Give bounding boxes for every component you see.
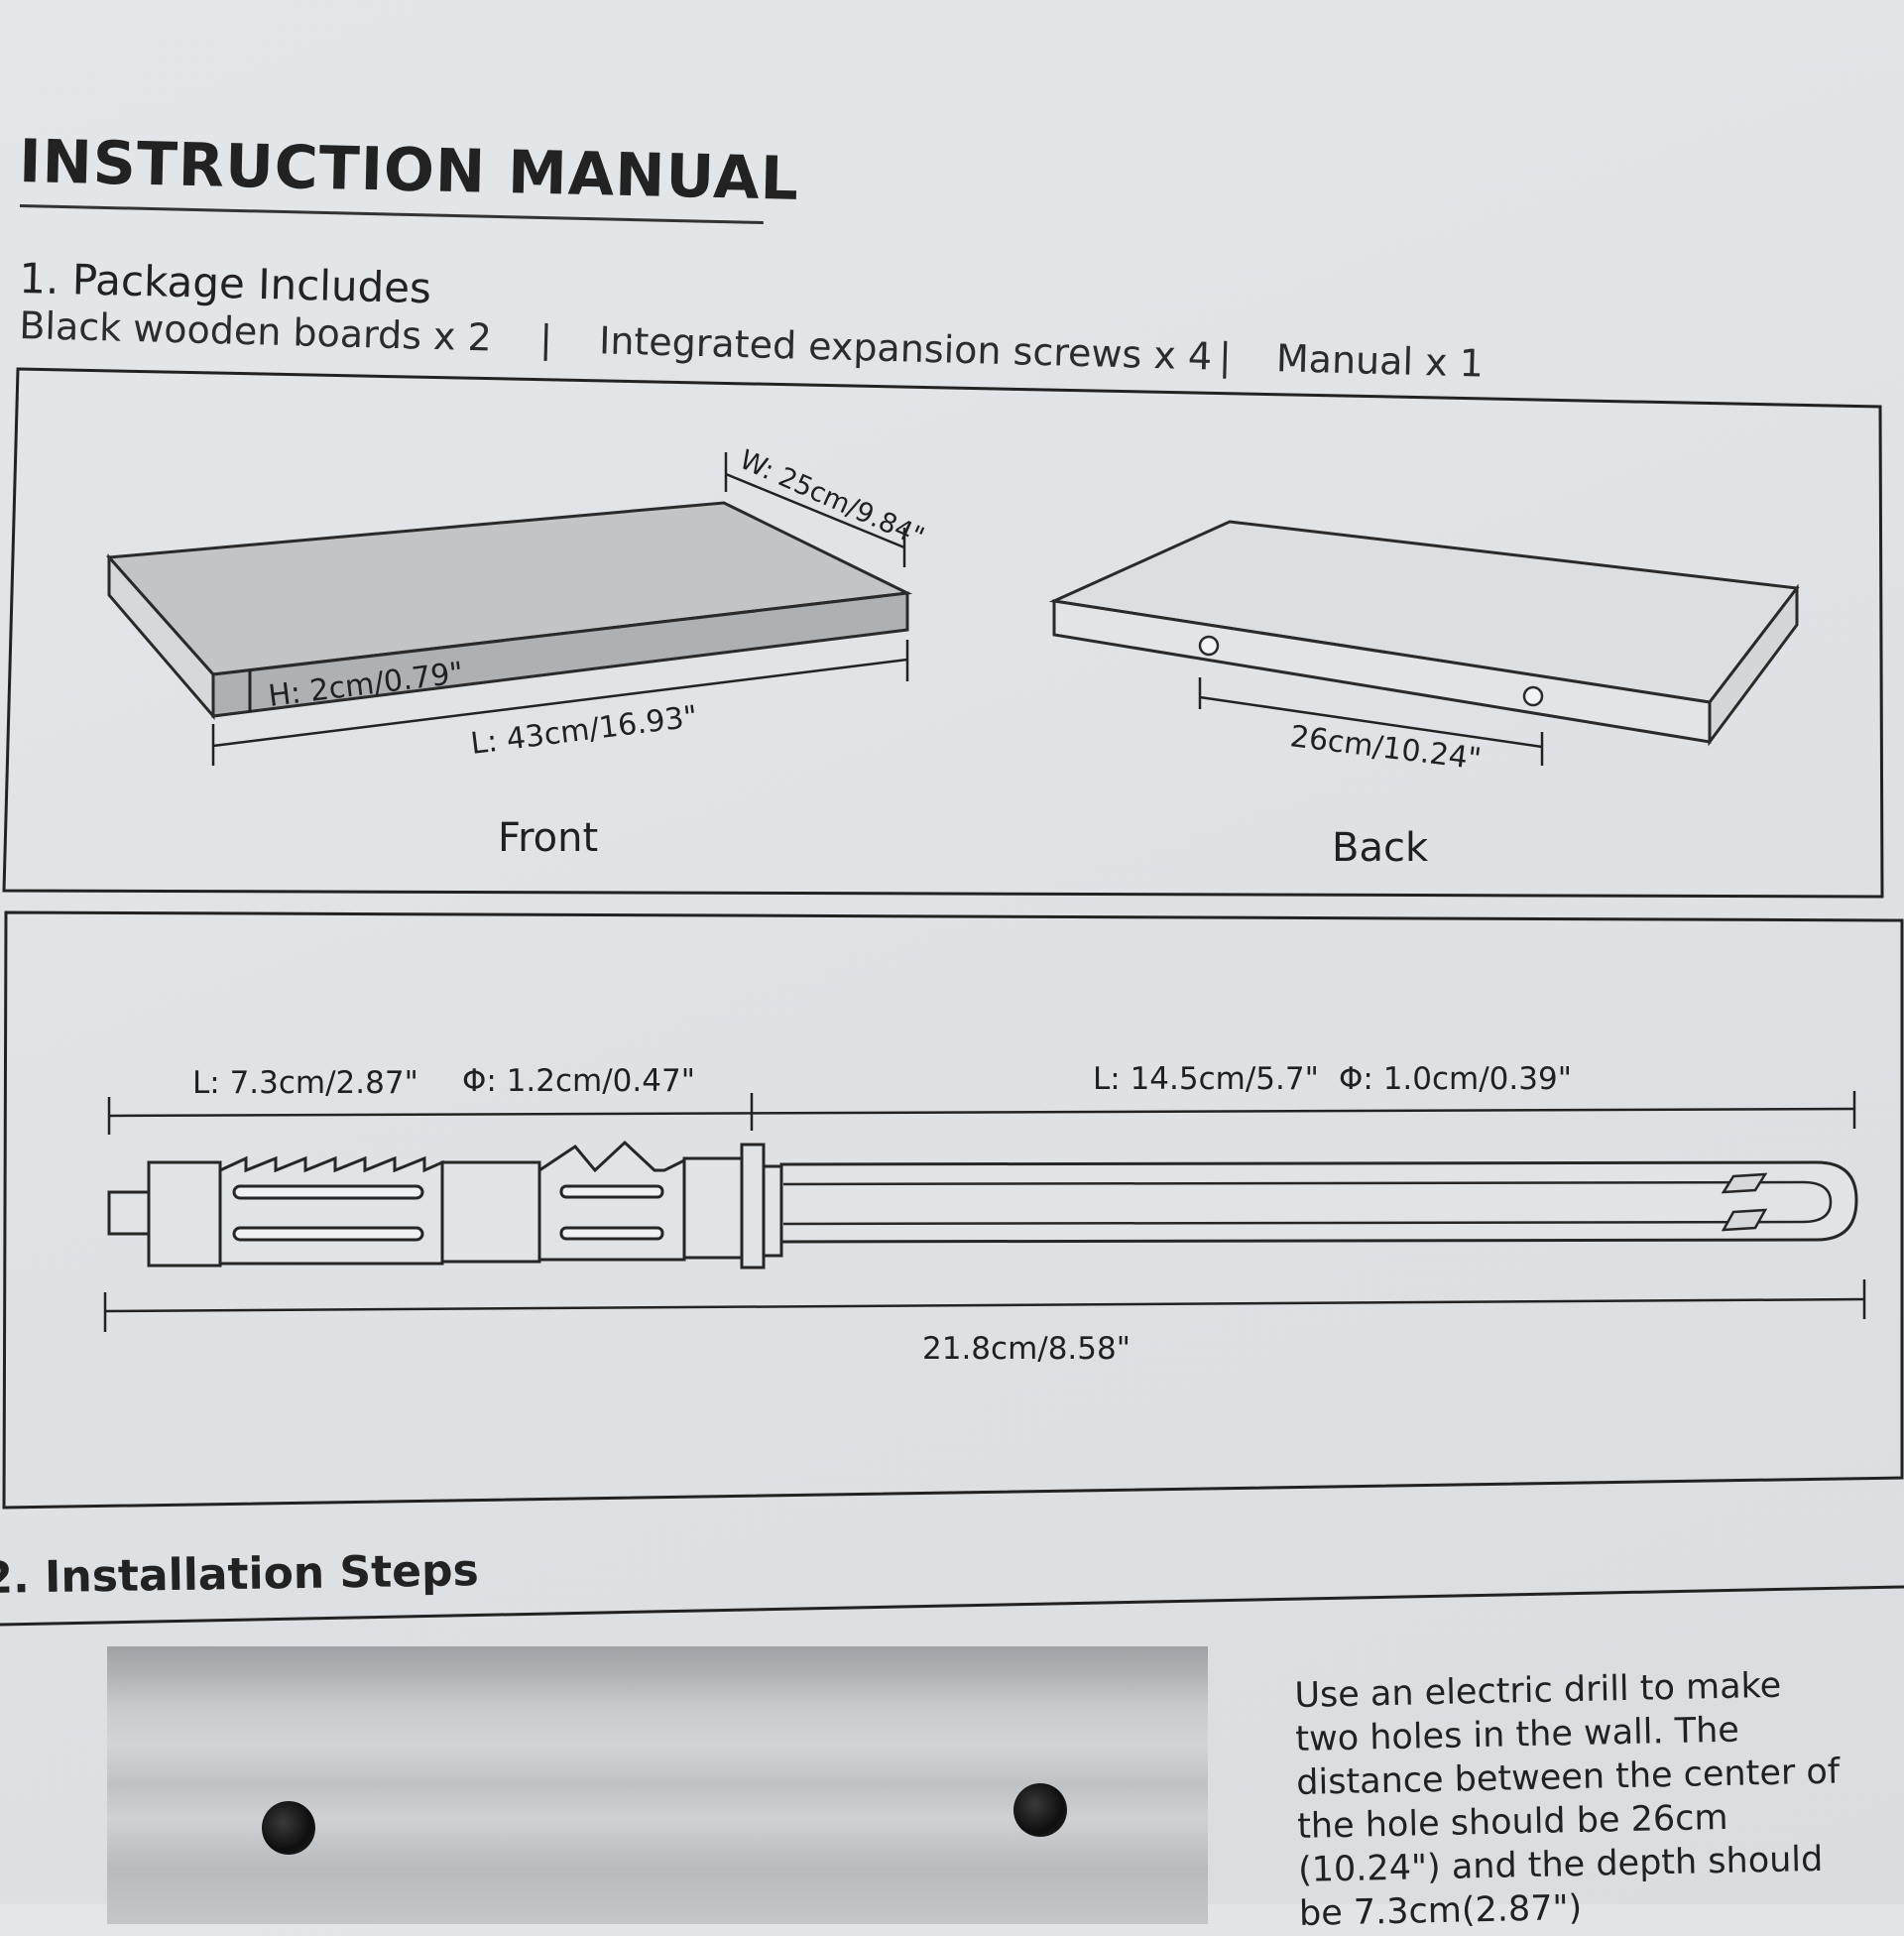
anchor-diameter-label: Φ: 1.2cm/0.47" bbox=[462, 1063, 695, 1099]
back-caption: Back bbox=[1332, 825, 1429, 871]
segment-dimension-line bbox=[108, 1107, 1855, 1118]
anchor-length-label: L: 7.3cm/2.87" bbox=[192, 1065, 418, 1101]
back-board-hole-left bbox=[1198, 635, 1220, 657]
front-board: W: 25cm/9.84" H: 2cm/0.79" L: 43cm/16.93… bbox=[105, 444, 928, 861]
hole-spacing-line bbox=[1199, 695, 1543, 749]
screw-diagram: L: 7.3cm/2.87" Φ: 1.2cm/0.47" L: 14.5cm/… bbox=[2, 910, 1904, 1510]
anchor-slot bbox=[559, 1184, 664, 1199]
total-length-label: 21.8cm/8.58" bbox=[922, 1331, 1130, 1367]
expansion-screw bbox=[107, 1140, 1858, 1270]
boards-diagram: W: 25cm/9.84" H: 2cm/0.79" L: 43cm/16.93… bbox=[2, 367, 1884, 899]
length-dimension-line bbox=[212, 658, 908, 748]
back-board-side bbox=[1708, 583, 1799, 747]
back-board: 26cm/10.24" Back bbox=[1048, 520, 1800, 871]
width-dimension-line bbox=[725, 472, 905, 549]
rod-tab bbox=[1721, 1172, 1768, 1194]
anchor-ribbed-sleeve bbox=[218, 1155, 444, 1266]
anchor-end bbox=[682, 1156, 744, 1260]
rod-inner-line bbox=[782, 1180, 1833, 1226]
anchor-fins bbox=[537, 1140, 686, 1262]
anchor-slot bbox=[559, 1226, 664, 1241]
drilled-hole-right bbox=[1013, 1783, 1067, 1837]
screw-rod bbox=[779, 1160, 1858, 1244]
boards-frame bbox=[2, 367, 1884, 899]
step1-instruction: Use an electric drill to make two holes … bbox=[1294, 1665, 1841, 1934]
anchor-slot bbox=[232, 1226, 424, 1242]
rod-diameter-label: Φ: 1.0cm/0.39" bbox=[1339, 1061, 1572, 1097]
screw-washer bbox=[762, 1164, 783, 1258]
front-board-side bbox=[107, 553, 215, 721]
screw-flange bbox=[740, 1143, 766, 1270]
screw-threaded-tip bbox=[107, 1190, 151, 1236]
step1-photo bbox=[107, 1646, 1208, 1924]
anchor-collar bbox=[440, 1160, 541, 1264]
rod-length-label: L: 14.5cm/5.7" bbox=[1093, 1061, 1319, 1097]
screw-nut bbox=[147, 1160, 222, 1268]
screw-frame bbox=[2, 910, 1904, 1510]
total-dimension-line bbox=[104, 1297, 1865, 1313]
drilled-hole-left bbox=[262, 1801, 315, 1855]
rod-tab bbox=[1721, 1208, 1768, 1232]
front-caption: Front bbox=[498, 815, 598, 861]
anchor-slot bbox=[232, 1184, 424, 1200]
back-board-hole-right bbox=[1522, 685, 1544, 707]
installation-steps-heading: 2. Installation Steps bbox=[0, 1545, 480, 1604]
